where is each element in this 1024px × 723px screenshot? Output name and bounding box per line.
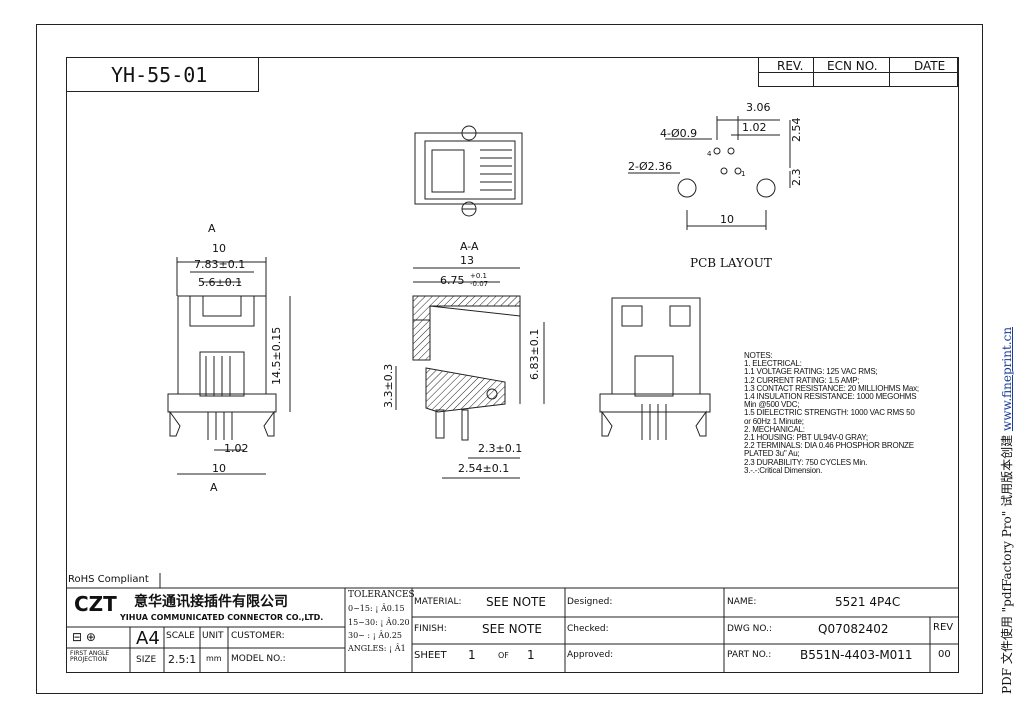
tolerance-line-2: 15~30: ¡ Â0.20	[348, 618, 410, 627]
rev-header: REV.	[777, 59, 804, 73]
ecn-header: ECN NO.	[827, 59, 878, 73]
part-no-label: PART NO.:	[727, 650, 772, 660]
pcb-small-holes: 4-Ø0.9	[660, 127, 697, 140]
dim-683: 6.83±0.1	[528, 329, 541, 380]
notes-block: NOTES:1. ELECTRICAL:1.1 VOLTAGE RATING: …	[744, 351, 919, 475]
dim-10-top: 10	[212, 242, 226, 255]
front-view	[167, 257, 291, 475]
finish-value: SEE NOTE	[482, 622, 542, 636]
dim-10-bottom: 10	[212, 462, 226, 475]
projection-icon: ⊟ ⊕	[72, 630, 96, 644]
pcb-dim-102: 1.02	[742, 121, 767, 134]
pdf-watermark: PDF 文件使用 "pdfFactory Pro" 试用版本创建 www.fin…	[998, 327, 1015, 694]
dim-254: 2.54±0.1	[458, 462, 509, 475]
section-label: A-A	[460, 240, 479, 253]
sheet-label: SHEET	[414, 650, 447, 661]
model-title: YH-55-01	[66, 57, 259, 92]
pcb-pin1: 1	[741, 170, 745, 178]
watermark-prefix: PDF 文件使用 "pdfFactory Pro" 试用版本创建	[1000, 431, 1014, 694]
note-line: 2.1 HOUSING: PBT UL94V-0 GRAY;	[744, 433, 868, 443]
note-line: 3.-.-:Critical Dimension.	[744, 465, 823, 475]
finish-label: FINISH:	[414, 624, 447, 634]
view-a-top-label: A	[208, 222, 216, 235]
rohs-label: RoHS Compliant	[68, 574, 149, 585]
note-line: PLATED 3u" Au;	[744, 449, 800, 459]
pcb-big-holes: 2-Ø2.36	[628, 160, 672, 173]
note-line: NOTES:	[744, 351, 773, 360]
tolerances-title: TOLERANCES	[348, 590, 415, 600]
company-name-cn: 意华通讯接插件有限公司	[134, 594, 288, 610]
note-line: 1.3 CONTACT RESISTANCE: 20 MILLIOHMS Max…	[744, 383, 919, 393]
scale-value: 2.5:1	[168, 653, 197, 666]
back-view	[599, 297, 711, 440]
scale-label: SCALE	[166, 631, 195, 641]
of-value: 1	[527, 648, 535, 662]
material-value: SEE NOTE	[486, 595, 546, 609]
rev-label: REV	[933, 622, 954, 633]
pcb-pin4: 4	[707, 150, 712, 158]
dim-783: 7.83±0.1	[194, 258, 245, 271]
company-name-en: YIHUA COMMUNICATED CONNECTOR CO.,LTD.	[120, 613, 324, 622]
tolerance-line-1: 0~15: ¡ Â0.15	[348, 604, 405, 613]
revision-header: REV. ECN NO. DATE	[758, 57, 958, 87]
watermark-link[interactable]: www.fineprint.cn	[1000, 326, 1014, 432]
dim-23: 2.3±0.1	[478, 442, 522, 455]
tolerance-line-4: ANGLES: ¡ Â1	[348, 644, 406, 653]
note-line: 1.4 INSULATION RESISTANCE: 1000 MEGOHMS	[744, 392, 917, 402]
pcb-dim-254: 2.54	[790, 118, 803, 143]
name-value: 5521 4P4C	[835, 595, 901, 609]
dim-675-tol-dn: -0.07	[470, 280, 488, 288]
note-line: 2.2 TERMINALS: DIA 0.46 PHOSPHOR BRONZE	[744, 441, 914, 451]
view-a-bottom-label: A	[210, 481, 218, 494]
material-label: MATERIAL:	[414, 597, 462, 607]
designed-label: Designed:	[567, 597, 613, 607]
note-line: 1. ELECTRICAL:	[744, 359, 802, 369]
of-label: OF	[498, 651, 509, 660]
note-line: 1.5 DIELECTRIC STRENGTH: 1000 VAC RMS 50	[744, 408, 915, 418]
dwg-no-value: Q07082402	[818, 622, 889, 636]
date-header: DATE	[914, 59, 946, 73]
dim-145: 14.5±0.15	[270, 327, 283, 385]
projection-label: FIRST ANGLE PROJECTION	[70, 650, 110, 663]
top-view	[414, 125, 523, 217]
dim-13: 13	[460, 254, 474, 267]
dim-56: 5.6±0.1	[198, 276, 242, 289]
size-label: SIZE	[136, 655, 157, 665]
pcb-dim-306: 3.06	[746, 101, 771, 114]
model-no-label: MODEL NO.:	[231, 654, 286, 664]
tolerance-line-3: 30~ : ¡ Â0.25	[348, 631, 403, 640]
section-view	[395, 267, 545, 479]
pcb-layout-title: PCB LAYOUT	[690, 256, 772, 270]
company-logo: CZT	[74, 592, 117, 616]
dim-675-tol-up: +0.1	[470, 272, 487, 280]
pcb-dim-10: 10	[720, 213, 734, 226]
dim-675: 6.75	[440, 274, 465, 287]
checked-label: Checked:	[567, 624, 609, 634]
note-line: 1.1 VOLTAGE RATING: 125 VAC RMS;	[744, 367, 878, 377]
name-label: NAME:	[727, 597, 757, 607]
unit-label: UNIT	[202, 631, 224, 641]
note-line: 2.3 DURABILITY: 750 CYCLES Min.	[744, 457, 868, 467]
note-line: 1.2 CURRENT RATING: 1.5 AMP;	[744, 375, 860, 385]
note-line: 2. MECHANICAL:	[744, 424, 805, 434]
note-line: Min @500 VDC;	[744, 400, 800, 410]
customer-label: CUSTOMER:	[231, 631, 285, 641]
drawing-sheet-border	[36, 24, 983, 694]
note-line: or 60Hz 1 Minute;	[744, 416, 804, 426]
size-value: A4	[136, 628, 160, 649]
dwg-no-label: DWG NO.:	[727, 624, 773, 634]
dim-102: 1.02	[224, 442, 249, 455]
unit-value: mm	[206, 654, 222, 663]
part-no-value: B551N-4403-M011	[800, 648, 913, 662]
pcb-layout	[628, 116, 791, 230]
dim-33: 3.3±0.3	[382, 364, 395, 408]
drawing-frame	[66, 57, 959, 673]
sheet-value: 1	[468, 648, 476, 662]
approved-label: Approved:	[567, 650, 614, 660]
rev-value: 00	[938, 649, 951, 660]
title-block-grid	[66, 573, 959, 673]
pcb-dim-23: 2.3	[790, 169, 803, 187]
